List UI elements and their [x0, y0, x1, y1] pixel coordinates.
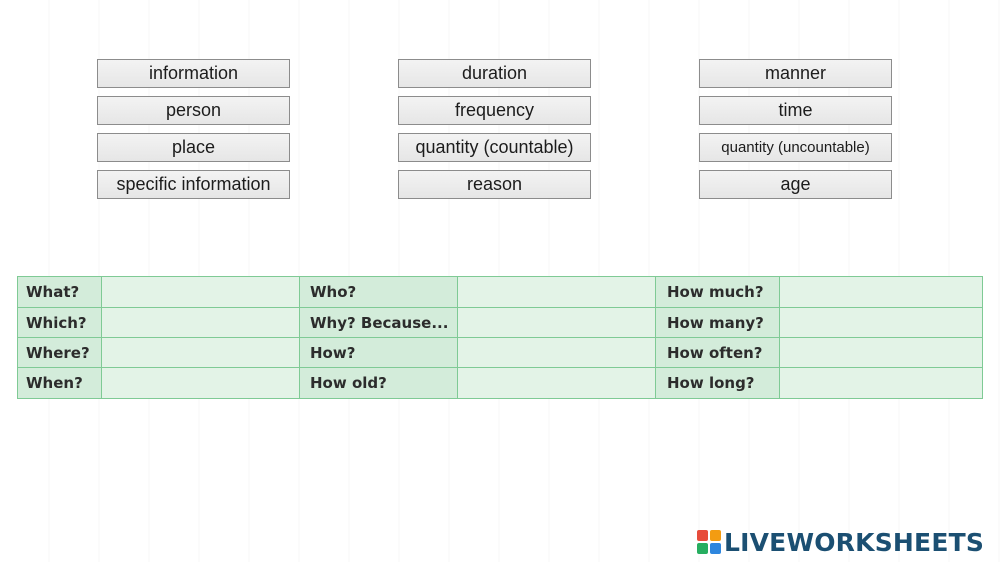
word-tile-place[interactable]: place: [97, 133, 290, 162]
liveworksheets-logo: LIVEWORKSHEETS: [697, 527, 985, 557]
question-label-how-much: How much?: [656, 277, 780, 308]
word-tile-duration[interactable]: duration: [398, 59, 591, 88]
answer-drop-zone-how-old[interactable]: [458, 368, 656, 398]
word-tile-age[interactable]: age: [699, 170, 892, 199]
question-label-when: When?: [18, 368, 102, 398]
question-label-who: Who?: [300, 277, 458, 308]
word-tile-manner[interactable]: manner: [699, 59, 892, 88]
logo-text: LIVEWORKSHEETS: [724, 527, 985, 557]
answer-drop-zone-how-much[interactable]: [780, 277, 982, 308]
logo-block-i: [710, 530, 721, 541]
word-tile-information[interactable]: information: [97, 59, 290, 88]
logo-blocks-icon: [697, 530, 721, 554]
question-label-why-because: Why? Because...: [300, 308, 458, 338]
question-label-how-often: How often?: [656, 338, 780, 368]
word-tile-person[interactable]: person: [97, 96, 290, 125]
answer-drop-zone-how-many[interactable]: [780, 308, 982, 338]
question-label-which: Which?: [18, 308, 102, 338]
word-tile-quantity-uncountable[interactable]: quantity (uncountable): [699, 133, 892, 162]
word-tile-specific-information[interactable]: specific information: [97, 170, 290, 199]
answer-drop-zone-when[interactable]: [102, 368, 300, 398]
question-words-table: What? Which? Where? When? Who? Why? Beca…: [17, 276, 983, 399]
question-label-what: What?: [18, 277, 102, 308]
answer-drop-zone-where[interactable]: [102, 338, 300, 368]
question-label-where: Where?: [18, 338, 102, 368]
word-tile-reason[interactable]: reason: [398, 170, 591, 199]
answer-drop-zone-how[interactable]: [458, 338, 656, 368]
question-label-how-old: How old?: [300, 368, 458, 398]
word-tile-frequency[interactable]: frequency: [398, 96, 591, 125]
answer-drop-zone-which[interactable]: [102, 308, 300, 338]
answer-drop-zone-how-long[interactable]: [780, 368, 982, 398]
answer-drop-zone-what[interactable]: [102, 277, 300, 308]
answer-drop-zone-why-because[interactable]: [458, 308, 656, 338]
answer-drop-zone-who[interactable]: [458, 277, 656, 308]
logo-block-v: [697, 543, 708, 554]
word-tile-time[interactable]: time: [699, 96, 892, 125]
logo-block-l: [697, 530, 708, 541]
question-label-how-many: How many?: [656, 308, 780, 338]
question-label-how: How?: [300, 338, 458, 368]
word-tile-quantity-countable[interactable]: quantity (countable): [398, 133, 591, 162]
answer-drop-zone-how-often[interactable]: [780, 338, 982, 368]
logo-block-e: [710, 543, 721, 554]
question-label-how-long: How long?: [656, 368, 780, 398]
